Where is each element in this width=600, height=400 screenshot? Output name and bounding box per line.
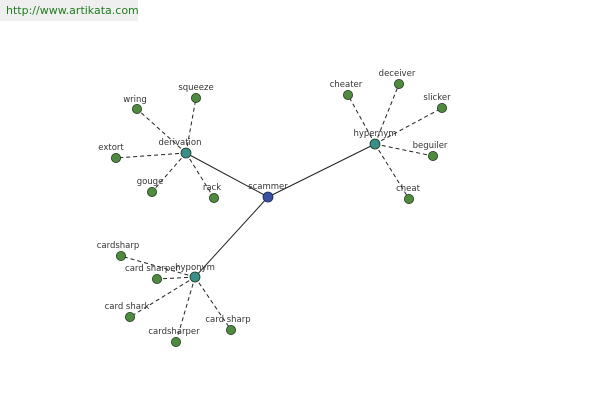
leaf-node [131, 104, 142, 115]
edge-hyponym-leaf [120, 255, 196, 278]
leaf-label: cardsharper [148, 327, 200, 337]
leaf-label: cardsharp [97, 241, 140, 251]
leaf-node [225, 324, 236, 335]
leaf-label: cheat [396, 184, 420, 194]
label-layer: wring squeeze extort gouge rack derivation che… [97, 69, 451, 337]
leaf-node [125, 311, 136, 322]
leaf-node [393, 79, 404, 90]
center-node [262, 191, 274, 203]
edge-hypernym-leaf [374, 107, 443, 145]
hub-label: hyponym [175, 263, 215, 273]
edge-center-derivation [185, 152, 269, 198]
edge-hyponym-leaf [175, 276, 196, 343]
leaf-label: deceiver [379, 69, 416, 79]
leaf-node [403, 193, 414, 204]
edge-hyponym-leaf [194, 276, 232, 331]
leaf-node [151, 273, 162, 284]
leaf-node [111, 152, 122, 163]
leaf-node [146, 186, 157, 197]
edge-hypernym-leaf [347, 94, 376, 145]
leaf-label: squeeze [178, 83, 213, 93]
edge-hypernym-leaf [374, 143, 434, 157]
leaf-label: gouge [137, 177, 164, 187]
edge-derivation-leaf [151, 152, 187, 193]
hub-node-hypernym [369, 138, 381, 150]
leaf-node [190, 93, 201, 104]
leaf-node [116, 250, 127, 261]
hub-label: derivation [158, 138, 201, 148]
edge-center-hypernym [267, 143, 376, 198]
leaf-label: cheater [330, 80, 363, 90]
hub-node-derivation [180, 147, 192, 159]
node-layer [111, 79, 447, 347]
leaf-label: slicker [423, 93, 451, 103]
edge-derivation-leaf [136, 108, 187, 154]
leaf-node [427, 150, 438, 161]
leaf-node [170, 336, 181, 347]
leaf-label: card sharper [125, 264, 179, 274]
edge-center-hyponym [194, 196, 269, 278]
edge-derivation-leaf [115, 152, 187, 159]
edge-derivation-leaf [185, 97, 197, 154]
leaf-label: beguiler [413, 141, 448, 151]
hub-label: hypernym [353, 129, 396, 139]
edge-hypernym-leaf [374, 143, 410, 200]
edge-hyponym-leaf [129, 276, 196, 318]
center-label: scammer [248, 182, 288, 192]
hub-node-hyponym [189, 271, 201, 283]
edge-hypernym-leaf [374, 83, 400, 145]
leaf-label: card sharp [205, 315, 250, 325]
leaf-node [208, 192, 219, 203]
leaf-label: card shark [105, 302, 150, 312]
leaf-node [342, 90, 353, 101]
leaf-label: rack [203, 183, 221, 193]
url-link[interactable]: http://www.artikata.com [6, 4, 139, 17]
leaf-node [436, 103, 447, 114]
leaf-label: extort [98, 143, 124, 153]
url-bar: http://www.artikata.com [0, 0, 139, 21]
edge-layer [115, 83, 443, 343]
edge-hyponym-leaf [156, 276, 196, 280]
leaf-label: wring [123, 95, 147, 105]
edge-derivation-leaf [185, 152, 215, 199]
